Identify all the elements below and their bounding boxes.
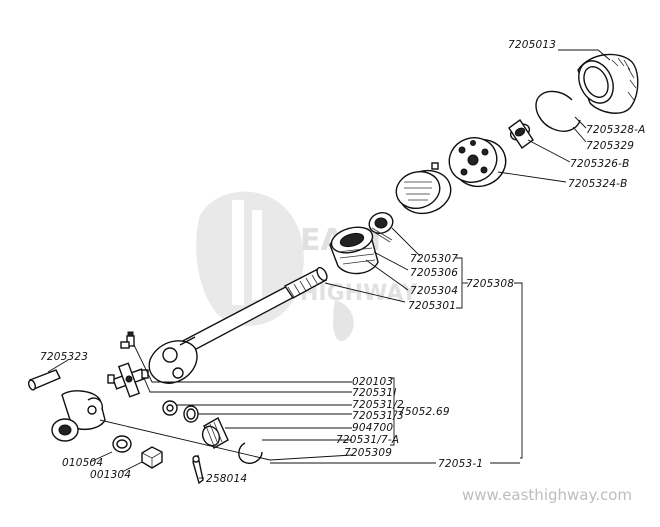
label-720531-2: 720531/2 <box>352 399 404 411</box>
label-7205308: 7205308 <box>466 278 514 290</box>
part-needle-bearing-small <box>368 212 394 243</box>
part-flange-disc <box>448 137 507 188</box>
part-spider-cross <box>107 362 149 398</box>
part-grease-nipple <box>120 331 135 349</box>
label-72053-1: 72053-1 <box>438 458 483 470</box>
part-nut <box>141 446 163 469</box>
part-snap-ring <box>238 442 263 464</box>
label-010504: 010504 <box>62 457 103 469</box>
part-shaft-yoke <box>148 336 198 384</box>
part-circlip <box>535 90 581 132</box>
part-needle-cup <box>201 417 229 449</box>
label-720531-3: 720531/3 <box>352 410 404 422</box>
label-7205326-b: 7205326-B <box>570 158 630 170</box>
part-washer <box>162 400 178 416</box>
part-lower-yoke <box>51 390 106 442</box>
label-904700: 904700 <box>352 422 393 434</box>
label-720531-7-a: 720531/7-A <box>336 434 399 446</box>
watermark-url: www.easthighway.com <box>462 486 632 504</box>
label-7205301: 7205301 <box>408 300 456 312</box>
label-7205309: 7205309 <box>344 447 392 459</box>
label-7205328-a: 7205328-A <box>586 124 646 136</box>
label-020103: 020103 <box>352 376 393 388</box>
label-258014: 258014 <box>206 473 247 485</box>
leader-lines <box>47 49 611 479</box>
watermark-logo-bottom-text: HIGHWAY <box>300 281 418 306</box>
part-drive-flange <box>395 162 452 215</box>
part-pin <box>28 369 61 391</box>
part-labels: 7205013 7205328-A 7205329 7205326-B 7205… <box>40 39 646 485</box>
label-7205304: 7205304 <box>410 285 458 297</box>
label-75052-69: 75052.69 <box>398 406 450 418</box>
part-small-bushing <box>508 118 534 150</box>
part-split-pin <box>192 454 204 485</box>
label-7205329: 7205329 <box>586 140 634 152</box>
label-7205013: 7205013 <box>508 39 556 51</box>
part-bearing-housing <box>577 53 639 114</box>
part-flat-washer <box>112 435 132 453</box>
label-7205323: 7205323 <box>40 351 88 363</box>
label-001304: 001304 <box>90 469 131 481</box>
label-720531l: 720531l <box>352 387 396 399</box>
part-splined-sleeve <box>329 226 379 275</box>
part-seal-ring <box>183 405 199 423</box>
label-7205324-b: 7205324-B <box>568 178 628 190</box>
label-7205306: 7205306 <box>410 267 458 279</box>
label-7205307: 7205307 <box>410 253 458 265</box>
